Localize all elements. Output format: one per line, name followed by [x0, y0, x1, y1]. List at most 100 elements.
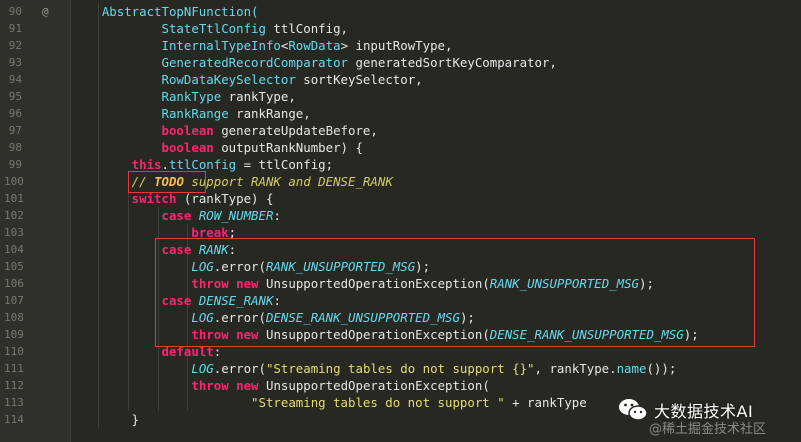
code-token: support RANK and DENSE_RANK [183, 174, 393, 189]
code-token: GeneratedRecordComparator [161, 55, 349, 70]
code-line[interactable]: case DENSE_RANK: [162, 292, 281, 309]
code-token: StateTtlConfig [161, 21, 266, 36]
code-line[interactable]: StateTtlConfig ttlConfig, [162, 20, 349, 37]
gutter-row: 94 [0, 71, 70, 88]
code-token: boolean [161, 123, 214, 138]
line-number: 106 [4, 277, 24, 290]
gutter-row: 95 [0, 88, 70, 105]
code-line[interactable]: // TODO support RANK and DENSE_RANK [132, 173, 393, 190]
code-token [191, 208, 198, 223]
code-token: ROW_NUMBER [198, 208, 274, 223]
code-token: = ttlConfig; [236, 157, 334, 172]
code-token: RowData [288, 38, 341, 53]
code-token: : [228, 242, 237, 257]
line-number: 90 [8, 5, 22, 18]
code-token: AbstractTopNFunction( [101, 4, 259, 19]
line-number: 100 [4, 175, 24, 188]
code-line[interactable]: case RANK: [162, 241, 237, 258]
gutter-row: 107 [0, 292, 70, 309]
code-token: case [161, 242, 192, 257]
code-line[interactable]: case ROW_NUMBER: [162, 207, 281, 224]
code-line[interactable]: AbstractTopNFunction( [102, 3, 259, 20]
code-token: throw [191, 276, 229, 291]
code-token: RankType [161, 89, 222, 104]
code-line[interactable]: "Streaming tables do not support " + ran… [251, 394, 587, 411]
code-token: .error( [213, 361, 266, 376]
code-token: case [161, 293, 192, 308]
code-token: , rankType. [534, 361, 617, 376]
line-number: 108 [4, 311, 24, 324]
code-token: < [280, 38, 289, 53]
gutter-row: 113 [0, 394, 70, 411]
indent-guide [157, 207, 159, 411]
line-number: 105 [4, 260, 24, 273]
code-line[interactable]: RowDataKeySelector sortKeySelector, [162, 71, 423, 88]
watermark: 大数据技术AI [618, 390, 753, 430]
line-number: 110 [4, 345, 24, 358]
code-line[interactable]: throw new UnsupportedOperationException(… [191, 326, 698, 343]
code-token: this [131, 157, 162, 172]
code-token: . [161, 157, 169, 172]
line-number: 97 [8, 124, 22, 137]
code-line[interactable]: this.ttlConfig = ttlConfig; [132, 156, 333, 173]
gutter-row: 108 [0, 309, 70, 326]
code-line[interactable]: } [132, 411, 139, 428]
gutter-row: 93 [0, 54, 70, 71]
code-line[interactable]: throw new UnsupportedOperationException(… [191, 275, 654, 292]
line-number: 91 [8, 22, 22, 35]
code-token: "Streaming tables do not support " [251, 395, 505, 410]
code-token: ttlConfig [168, 157, 237, 172]
code-token: .error( [213, 310, 266, 325]
unsupported-cases-highlight-box [155, 238, 755, 347]
code-token: RANK_UNSUPPORTED_MSG [265, 259, 416, 274]
gutter-row: 91 [0, 20, 70, 37]
gutter-row: 112 [0, 377, 70, 394]
code-line[interactable]: default: [162, 343, 222, 360]
code-token: : [213, 344, 222, 359]
code-token: generatedSortKeyComparator, [348, 55, 557, 70]
code-line[interactable]: switch (rankType) { [132, 190, 274, 207]
line-number: 103 [4, 226, 24, 239]
gutter-row: 92 [0, 37, 70, 54]
annotation-marker[interactable]: @ [42, 5, 49, 18]
code-line[interactable]: RankType rankType, [162, 88, 296, 105]
code-line[interactable]: RankRange rankRange, [162, 105, 311, 122]
code-token: LOG [191, 310, 214, 325]
code-token: UnsupportedOperationException( [258, 327, 490, 342]
code-token: LOG [191, 259, 214, 274]
line-number: 102 [4, 209, 24, 222]
gutter-row: 97 [0, 122, 70, 139]
code-token: ); [639, 276, 654, 291]
gutter-row: 96 [0, 105, 70, 122]
code-line[interactable]: break; [191, 224, 236, 241]
code-token: RankRange [161, 106, 229, 121]
code-token: ()); [646, 361, 677, 376]
code-line[interactable]: throw new UnsupportedOperationException( [191, 377, 489, 394]
gutter-row: 90 @ [0, 3, 70, 20]
code-token: DENSE_RANK_UNSUPPORTED_MSG [489, 327, 684, 342]
gutter-row: 100 [0, 173, 70, 190]
watermark-subtitle: @稀土掘金技术社区 [649, 422, 767, 437]
wechat-icon [618, 397, 648, 423]
code-line[interactable]: InternalTypeInfo<RowData> inputRowType, [162, 37, 453, 54]
code-token: RANK_UNSUPPORTED_MSG [489, 276, 639, 291]
code-token: .error( [213, 259, 266, 274]
code-token: new [236, 378, 259, 393]
code-token: rankType, [221, 89, 296, 104]
code-line[interactable]: LOG.error(RANK_UNSUPPORTED_MSG); [191, 258, 430, 275]
line-number: 99 [8, 158, 22, 171]
code-token: ttlConfig, [265, 21, 349, 36]
line-number: 98 [8, 141, 22, 154]
code-line[interactable]: LOG.error(DENSE_RANK_UNSUPPORTED_MSG); [191, 309, 475, 326]
gutter-row: 101 [0, 190, 70, 207]
code-line[interactable]: LOG.error("Streaming tables do not suppo… [191, 360, 676, 377]
gutter-row: 105 [0, 258, 70, 275]
code-area[interactable]: AbstractTopNFunction(StateTtlConfig ttlC… [72, 0, 801, 442]
code-token: default [161, 344, 214, 359]
code-line[interactable]: boolean outputRankNumber) { [162, 139, 363, 156]
line-number: 107 [4, 294, 24, 307]
code-line[interactable]: GeneratedRecordComparator generatedSortK… [162, 54, 557, 71]
watermark-title: 大数据技术AI [654, 402, 754, 421]
code-line[interactable]: boolean generateUpdateBefore, [162, 122, 378, 139]
